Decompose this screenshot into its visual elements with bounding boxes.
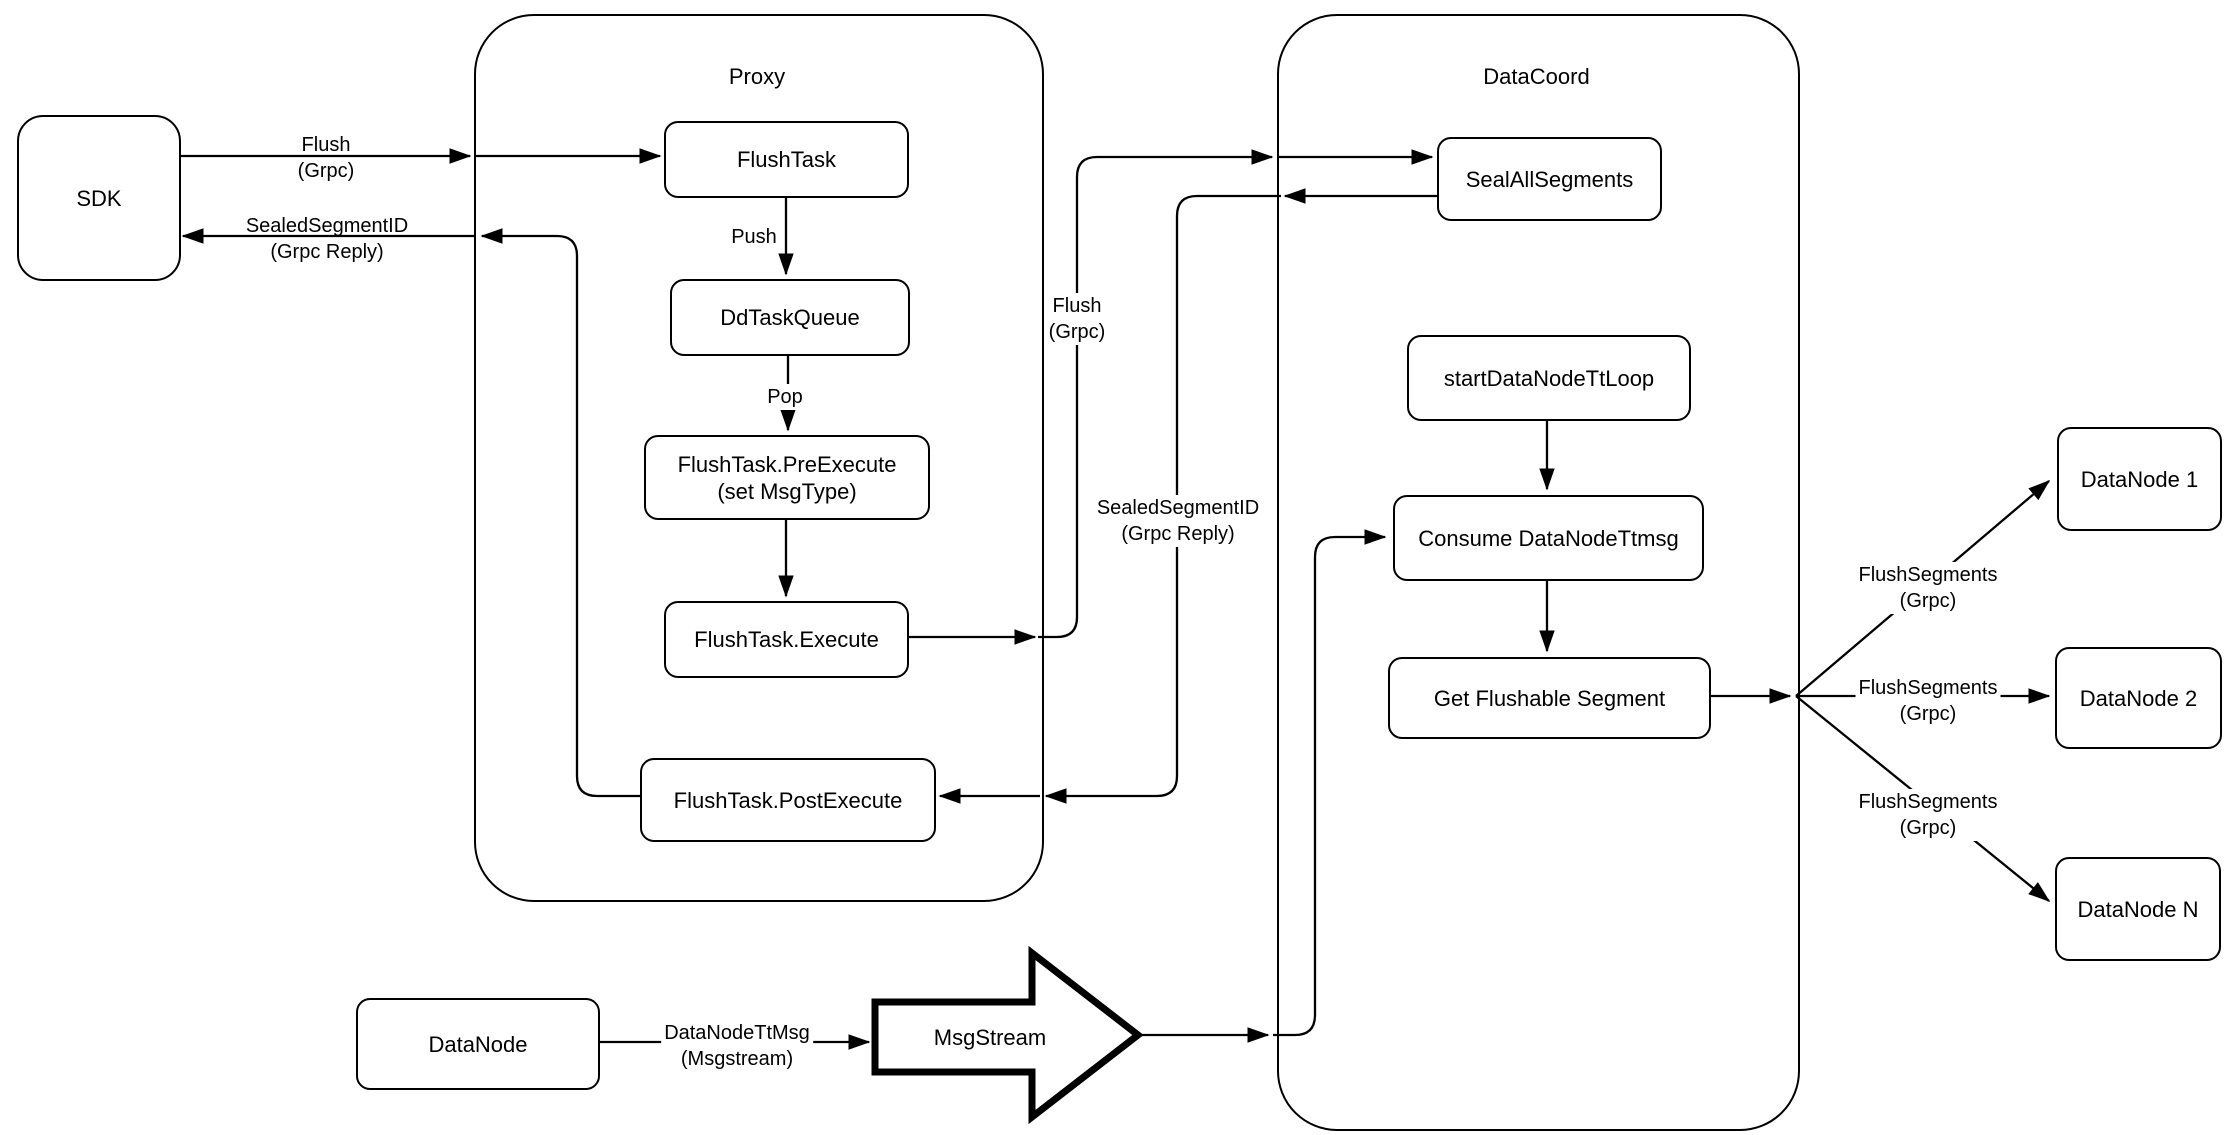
node-preexecute: FlushTask.PreExecute (set MsgType) (644, 435, 930, 520)
label-flushsegments-1: FlushSegments (Grpc) (1855, 562, 2001, 614)
node-startdatanodettloop: startDataNodeTtLoop (1407, 335, 1691, 421)
node-getflushablesegment: Get Flushable Segment (1388, 657, 1711, 739)
node-execute: FlushTask.Execute (664, 601, 909, 678)
node-datanode-2: DataNode 2 (2055, 647, 2222, 749)
node-datanode-1: DataNode 1 (2057, 427, 2222, 531)
label-flushsegments-3: FlushSegments (Grpc) (1855, 789, 2001, 841)
datacoord-container (1277, 14, 1800, 1131)
datacoord-container-title: DataCoord (1483, 64, 1590, 89)
node-ddtaskqueue: DdTaskQueue (670, 279, 910, 356)
node-flushtask: FlushTask (664, 121, 909, 198)
edge-msgstream-to-consume (1273, 529, 1387, 1037)
label-pop: Pop (764, 384, 806, 410)
label-datanodettmsg: DataNodeTtMsg (Msgstream) (661, 1020, 813, 1072)
node-postexecute: FlushTask.PostExecute (640, 758, 936, 842)
label-sealedsegmentid-mid: SealedSegmentID (Grpc Reply) (1093, 495, 1263, 547)
label-sealedsegmentid-sdk: SealedSegmentID (Grpc Reply) (245, 215, 409, 263)
msgstream-label: MsgStream (933, 1025, 1047, 1050)
node-consumedatanodettmsg: Consume DataNodeTtmsg (1393, 495, 1704, 581)
proxy-container (474, 14, 1044, 902)
label-flush-grpc-sdk: Flush (Grpc) (297, 134, 355, 182)
node-sdk: SDK (17, 115, 181, 281)
edge-postexecute-riser (480, 228, 640, 798)
label-flushsegments-2: FlushSegments (Grpc) (1855, 675, 2001, 727)
edge-flush-riser (1038, 149, 1274, 639)
node-sealallsegments: SealAllSegments (1437, 137, 1662, 221)
node-datanode-n: DataNode N (2055, 857, 2221, 961)
node-datanode-source: DataNode (356, 998, 600, 1090)
label-push: Push (728, 224, 780, 250)
proxy-container-title: Proxy (728, 64, 786, 89)
msgstream-arrow-shape (871, 945, 1144, 1125)
label-flush-grpc-mid: Flush (Grpc) (1045, 293, 1109, 345)
